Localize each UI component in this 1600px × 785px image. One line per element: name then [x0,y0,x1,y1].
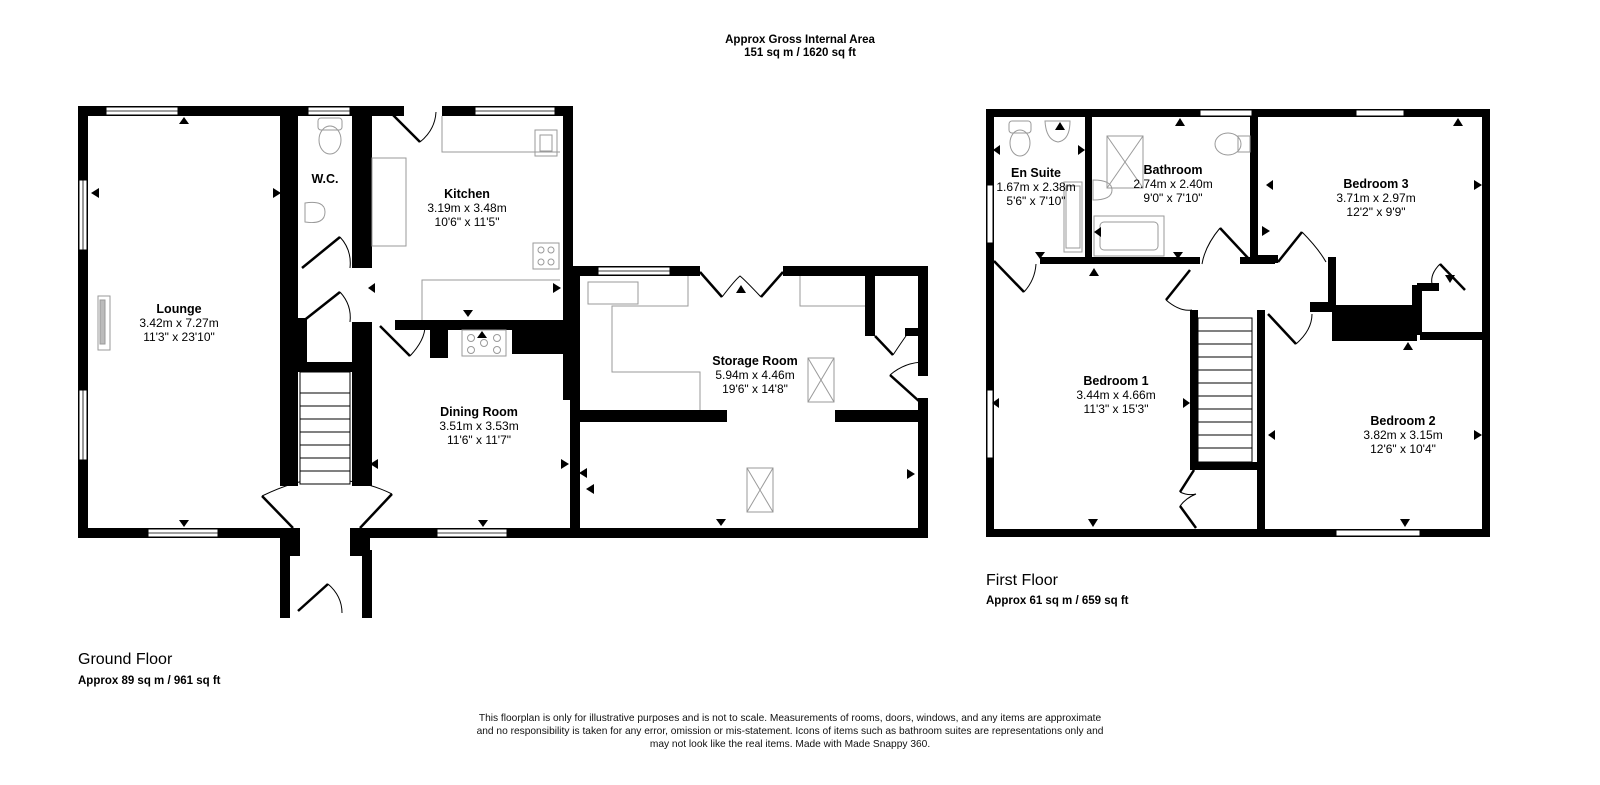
room-en-suite: En Suite 1.67m x 2.38m 5'6" x 7'10" [996,166,1075,208]
room-metric: 3.42m x 7.27m [139,316,219,330]
first-floor-title: First Floor [986,572,1058,589]
room-bedroom-2: Bedroom 2 3.82m x 3.15m 12'6" x 10'4" [1363,414,1442,456]
ground-floor-title: Ground Floor [78,651,173,668]
room-name: Bedroom 2 [1370,414,1436,428]
room-metric: 3.82m x 3.15m [1363,428,1443,442]
first-floor-area: Approx 61 sq m / 659 sq ft [986,595,1129,607]
ground-floor-stairs [299,371,351,485]
first-floor-stairs [1197,317,1253,463]
room-name: Lounge [156,302,202,316]
room-metric: 5.94m x 4.46m [715,368,795,382]
gross-area-label: Approx Gross Internal Area [725,34,875,46]
room-imperial: 9'0" x 7'10" [1143,191,1203,205]
room-metric: 3.44m x 4.66m [1076,388,1156,402]
room-name: Kitchen [444,187,490,201]
gross-area-header: Approx Gross Internal Area 151 sq m / 16… [0,34,1600,60]
room-dining-room: Dining Room 3.51m x 3.53m 11'6" x 11'7" [439,405,518,447]
disclaimer-line: This floorplan is only for illustrative … [478,713,1102,724]
room-bedroom-1: Bedroom 1 3.44m x 4.66m 11'3" x 15'3" [1076,374,1155,416]
room-imperial: 11'3" x 23'10" [143,330,215,344]
room-imperial: 12'2" x 9'9" [1346,205,1406,219]
first-floor-markers [992,118,1482,527]
room-lounge: Lounge 3.42m x 7.27m 11'3" x 23'10" [139,302,218,344]
room-metric: 2.74m x 2.40m [1133,177,1213,191]
ground-floor-area: Approx 89 sq m / 961 sq ft [78,675,221,687]
room-bathroom: Bathroom 2.74m x 2.40m 9'0" x 7'10" [1133,163,1212,205]
room-name: Bathroom [1143,163,1203,177]
disclaimer-line: may not look like the real items. Made w… [649,739,931,750]
room-imperial: 19'6" x 14'8" [722,382,788,396]
room-storage-room: Storage Room 5.94m x 4.46m 19'6" x 14'8" [712,354,797,396]
room-name: W.C. [311,172,339,186]
first-floor-fixtures [1008,120,1251,257]
room-name: Bedroom 1 [1083,374,1149,388]
room-metric: 3.71m x 2.97m [1336,191,1416,205]
room-metric: 1.67m x 2.38m [996,180,1076,194]
room-name: En Suite [1010,166,1061,180]
room-metric: 3.19m x 3.48m [427,201,507,215]
room-imperial: 10'6" x 11'5" [434,215,500,229]
room-imperial: 11'3" x 15'3" [1083,402,1149,416]
first-floor-windows [986,109,1421,537]
room-imperial: 11'6" x 11'7" [446,433,512,447]
disclaimer: This floorplan is only for illustrative … [430,712,1150,751]
room-imperial: 5'6" x 7'10" [1006,194,1066,208]
room-kitchen: Kitchen 3.19m x 3.48m 10'6" x 11'5" [427,187,506,229]
room-name: Dining Room [440,405,518,419]
ground-floor-markers [91,117,915,527]
ground-floor-plan [78,106,928,618]
ground-floor-doors [261,111,926,614]
disclaimer-line: and no responsibility is taken for any e… [476,726,1104,737]
room-bedroom-3: Bedroom 3 3.71m x 2.97m 12'2" x 9'9" [1336,177,1415,219]
room-imperial: 12'6" x 10'4" [1370,442,1436,456]
ground-floor-fixtures [97,116,865,513]
room-name: Storage Room [712,354,798,368]
room-name: Bedroom 3 [1343,177,1409,191]
room-wc: W.C. [311,172,338,186]
room-metric: 3.51m x 3.53m [439,419,519,433]
gross-area-value: 151 sq m / 1620 sq ft [744,47,856,59]
